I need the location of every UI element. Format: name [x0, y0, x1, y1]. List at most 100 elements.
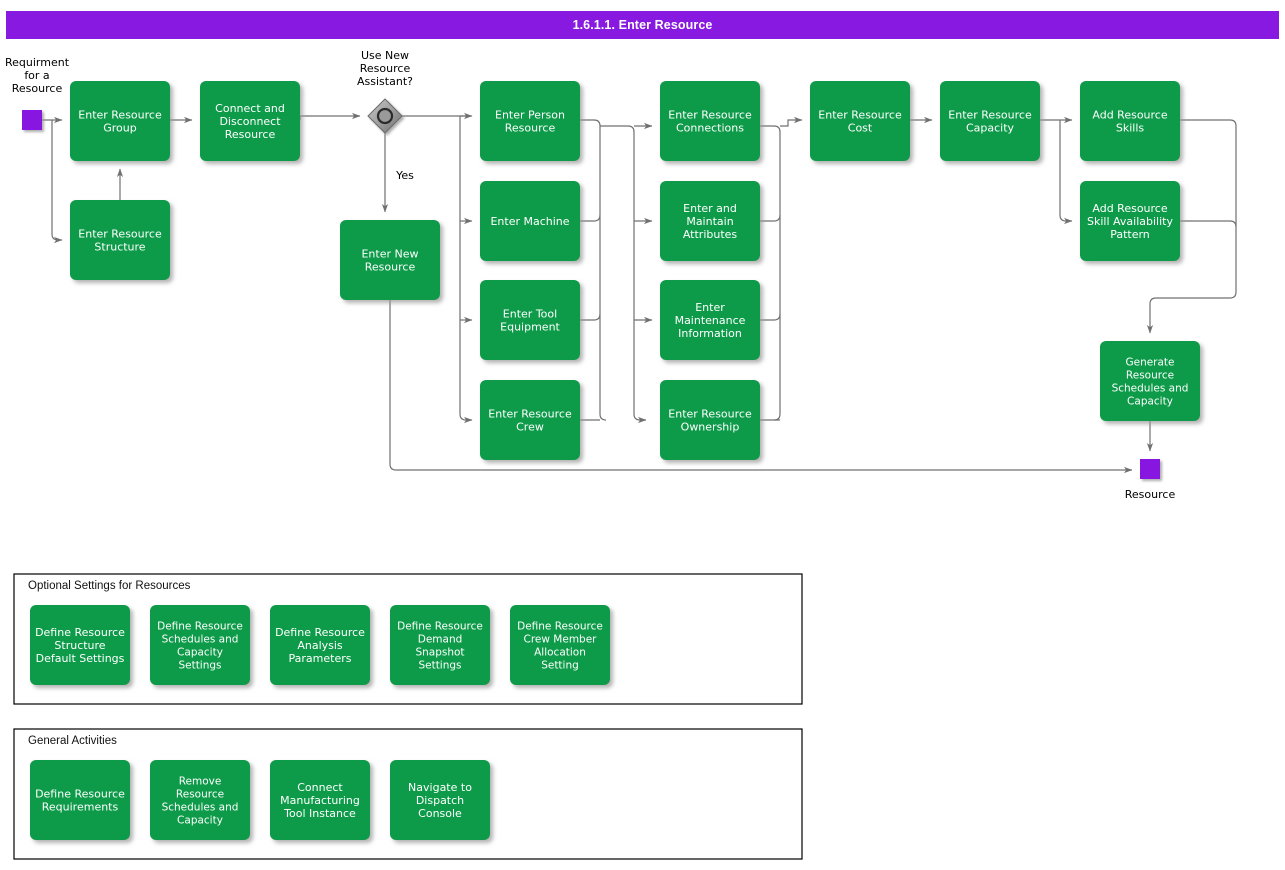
edge-branch-bus-vertical	[459, 116, 473, 424]
activity-connect-manufacturing-tool-instance-shape[interactable]	[270, 760, 370, 840]
panel-optional-settings-for-resources: Optional Settings for Resources	[13, 573, 803, 705]
panel-optional-settings-for-resources-border	[13, 573, 803, 705]
edge-connect-to-gateway	[299, 112, 361, 120]
activity-enter-resource-crew-shape[interactable]	[480, 380, 580, 460]
panel-general-activities-title: General Activities	[28, 735, 117, 747]
panel-general-activities: General Activities	[13, 728, 803, 860]
activity-define-resource-requirements-shape[interactable]	[30, 760, 130, 840]
connectors-layer	[42, 112, 1237, 474]
activity-add-resource-skills-shape[interactable]	[1080, 81, 1180, 161]
edge-new-resource-to-bottom-bus	[389, 300, 1133, 474]
start-event-requirement-for-a-resource-marker[interactable]	[22, 110, 42, 130]
end-event-resource-marker[interactable]	[1140, 459, 1160, 479]
edge-labels-layer: Yes	[395, 169, 414, 182]
activity-enter-new-resource-shape[interactable]	[340, 220, 440, 300]
edge-maintenance-out	[760, 313, 781, 321]
edge-person-resource-out	[580, 119, 607, 421]
edge-tool-equipment-out	[580, 313, 601, 321]
activity-enter-maintenance-information-shape[interactable]	[660, 280, 760, 360]
gateway-event-circle-icon	[376, 107, 394, 125]
activity-enter-tool-equipment-shape[interactable]	[480, 280, 580, 360]
activity-enter-person-resource-shape[interactable]	[480, 81, 580, 161]
activity-enter-resource-connections-shape[interactable]	[660, 81, 760, 161]
edge-start-branch-to-enter-resource-structure	[51, 120, 63, 244]
activity-enter-resource-ownership-shape[interactable]	[660, 380, 760, 460]
activity-enter-and-maintain-attributes-shape[interactable]	[660, 181, 760, 261]
activity-define-resource-crew-member-allocation-setting-shape[interactable]	[510, 605, 610, 685]
activity-enter-resource-structure-shape[interactable]	[70, 200, 170, 280]
activity-generate-resource-schedules-and-capacity-shape[interactable]	[1100, 341, 1200, 421]
activity-define-resource-demand-snapshot-settings-shape[interactable]	[390, 605, 490, 685]
panel-optional-settings-for-resources-title: Optional Settings for Resources	[28, 580, 191, 592]
edge-connections-out	[760, 125, 781, 421]
edge-skills-bus-vertical	[1059, 120, 1073, 225]
end-event-resource[interactable]: Resource	[1125, 459, 1176, 501]
end-event-resource-label: Resource	[1125, 488, 1176, 501]
activity-enter-resource-capacity-shape[interactable]	[940, 81, 1040, 161]
edge-label-yes: Yes	[395, 169, 414, 182]
activity-enter-machine-shape[interactable]	[480, 181, 580, 261]
activity-enter-resource-cost-shape[interactable]	[810, 81, 910, 161]
activity-remove-resource-schedules-and-capacity-shape[interactable]	[150, 760, 250, 840]
activity-define-resource-structure-default-settings-shape[interactable]	[30, 605, 130, 685]
activity-enter-resource-group-shape[interactable]	[70, 81, 170, 161]
edge-merge-to-col3-bus	[600, 125, 647, 424]
panel-general-activities-border	[13, 728, 803, 860]
activity-add-resource-skill-availability-pattern-shape[interactable]	[1080, 181, 1180, 261]
activity-navigate-to-dispatch-console-shape[interactable]	[390, 760, 490, 840]
edge-col3-merge-to-cost	[780, 116, 803, 127]
activity-enter-machine[interactable]: Enter Machine	[480, 181, 580, 261]
activity-connect-and-disconnect-resource-shape[interactable]	[200, 81, 300, 161]
edge-skill-pattern-out	[1180, 220, 1237, 228]
activity-define-resource-schedules-and-capacity-settings-shape[interactable]	[150, 605, 250, 685]
activity-define-resource-analysis-parameters-shape[interactable]	[270, 605, 370, 685]
